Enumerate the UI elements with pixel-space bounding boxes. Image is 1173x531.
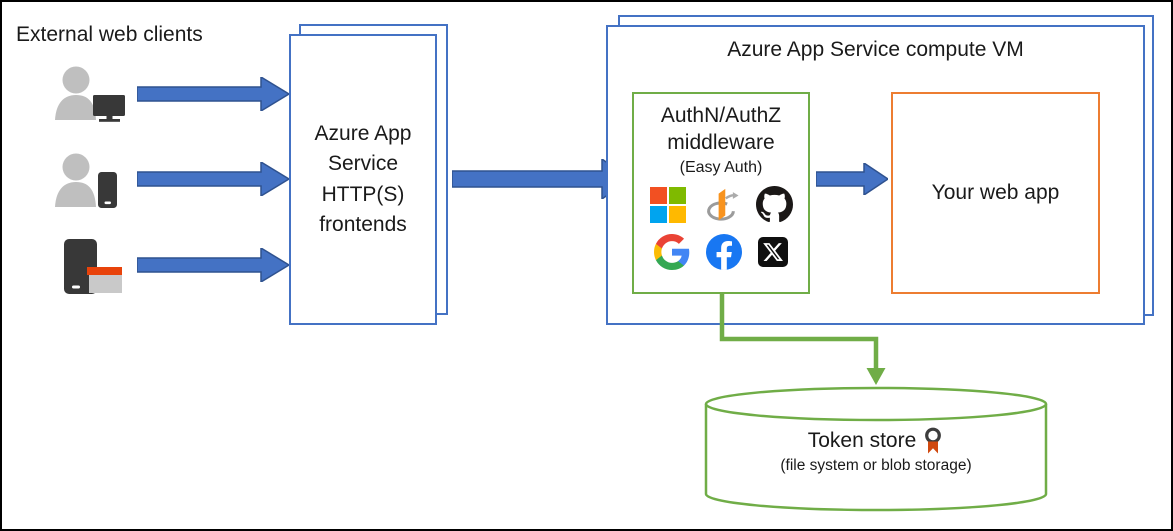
token-store-subtitle: (file system or blob storage) [780,457,972,475]
client-arrow-3 [137,248,289,282]
user-mobile-icon [55,153,117,208]
x-icon [758,236,788,267]
openid-icon [706,188,739,221]
devices-browser-icon [64,239,122,294]
providers-row-2 [634,233,808,270]
authn-subtitle: (Easy Auth) [679,158,763,176]
authn-middleware-box: AuthN/AuthZ middleware (Easy Auth) [632,92,810,294]
token-store-text: Token store (file system or blob storage… [703,426,1049,475]
google-icon [654,233,690,270]
client-arrow-2 [137,162,289,196]
frontends-to-vm-arrow [452,159,630,199]
authn-title: AuthN/AuthZ middleware [660,104,782,155]
github-icon [755,186,793,223]
client-arrow-1 [137,77,289,111]
token-store-cylinder [704,386,1048,512]
compute-vm-title: Azure App Service compute VM [727,38,1024,61]
token-store-title: Token store [807,429,917,452]
user-desktop-icon [55,66,125,122]
middleware-to-tokenstore-connector [719,293,886,385]
external-clients-label: External web clients [16,23,203,46]
middleware-to-webapp-arrow [816,163,888,195]
web-app-label: Your web app [931,180,1060,204]
web-app-box: Your web app [891,92,1100,294]
facebook-icon [706,233,742,270]
providers-row-1 [634,186,808,224]
frontends-label: Azure App Service HTTP(S) frontends [314,121,412,236]
microsoft-icon [649,186,686,223]
frontends-box: Azure App Service HTTP(S) frontends [289,34,437,325]
badge-icon [925,427,942,454]
